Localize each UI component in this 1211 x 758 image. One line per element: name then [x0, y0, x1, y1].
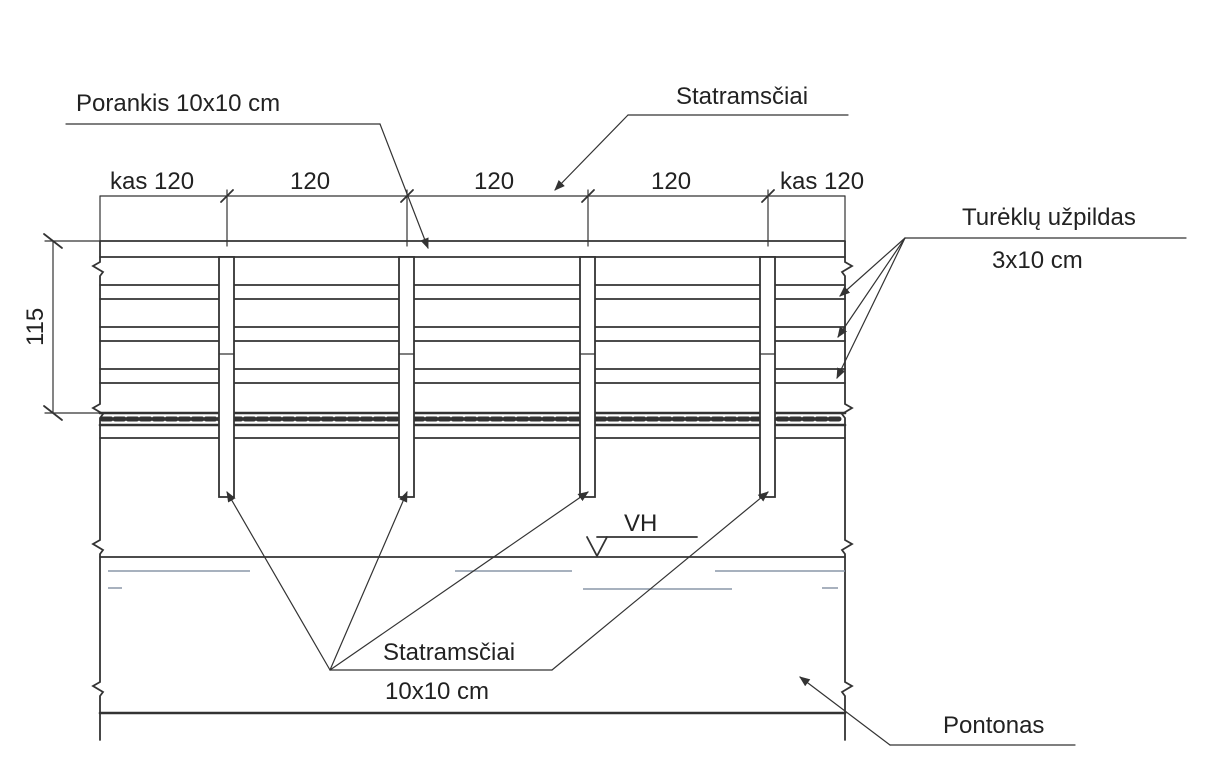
dim-tick-post1 — [220, 189, 234, 203]
handrail-leader-arrow — [379, 123, 429, 250]
height-dimension: 115 — [22, 233, 101, 421]
posts-top-label: Statramsčiai — [676, 83, 808, 110]
posts-top-leader-arrow — [554, 114, 629, 191]
posts — [218, 256, 776, 498]
spacing-2-label: 120 — [474, 168, 514, 195]
pontoon-callout: Pontonas — [799, 676, 1076, 746]
infill-leader-arrow-2 — [837, 237, 906, 338]
posts-leader-arrow-4 — [551, 491, 769, 671]
pontoon-leader-arrow — [799, 676, 891, 746]
spacing-dimension-chain: kas 120 120 120 120 kas 120 — [99, 168, 864, 247]
height-label: 115 — [22, 308, 49, 346]
spacing-3-label: 120 — [651, 168, 691, 195]
posts-leader-arrow-2 — [329, 491, 408, 671]
pontoon-label: Pontonas — [943, 712, 1044, 739]
dim-tick-post3 — [581, 189, 595, 203]
height-tick-bottom — [43, 405, 63, 421]
height-tick-top — [43, 233, 63, 249]
water-level-label: VH — [624, 510, 657, 537]
outer-frame — [91, 240, 854, 741]
infill-label-line2: 3x10 cm — [992, 247, 1083, 274]
frame-left-edge — [91, 240, 105, 741]
water-level-marker — [586, 536, 608, 558]
posts-leader-arrow-1 — [226, 491, 331, 671]
infill-callout: Turėklų užpildas 3x10 cm — [836, 204, 1187, 379]
pontoon — [98, 556, 847, 715]
dim-tick-post2 — [400, 189, 414, 203]
deck-beam — [98, 411, 847, 439]
posts-bottom-label-line1: Statramsčiai — [383, 639, 515, 666]
post-1 — [218, 256, 235, 498]
infill-leader-arrow-1 — [839, 237, 906, 297]
water-level: VH — [108, 510, 845, 590]
infill-leader-arrow-3 — [836, 237, 906, 379]
spacing-left-label: kas 120 — [110, 168, 194, 195]
handrail-label: Porankis 10x10 cm — [76, 90, 280, 117]
railing — [99, 240, 846, 384]
dim-tick-post4 — [761, 189, 775, 203]
posts-top-callout: Statramsčiai — [554, 83, 849, 191]
posts-leader-arrow-3 — [329, 491, 589, 671]
spacing-1-label: 120 — [290, 168, 330, 195]
spacing-right-label: kas 120 — [780, 168, 864, 195]
post-4 — [759, 256, 776, 498]
frame-right-edge — [840, 240, 854, 741]
post-3 — [579, 256, 596, 498]
posts-bottom-label-line2: 10x10 cm — [385, 678, 489, 705]
infill-label-line1: Turėklų užpildas — [962, 204, 1136, 231]
post-2 — [398, 256, 415, 498]
handrail-callout: Porankis 10x10 cm — [65, 90, 429, 250]
posts-bottom-callout: Statramsčiai 10x10 cm — [226, 491, 769, 705]
